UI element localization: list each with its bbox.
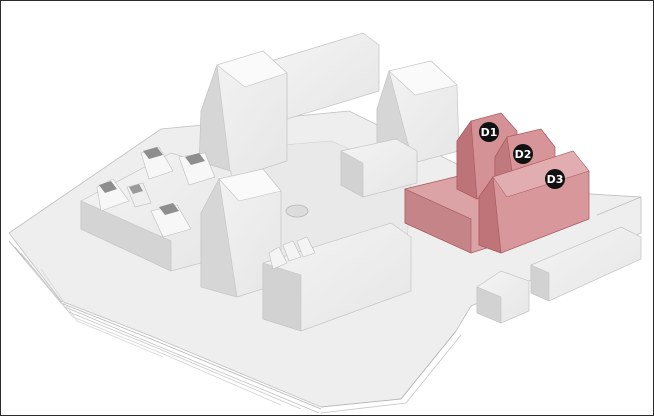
marker-d1-label: D1 (481, 126, 498, 139)
marker-d1: D1 (479, 122, 499, 142)
building-left-tower (199, 51, 287, 179)
marker-d3: D3 (545, 169, 565, 189)
marker-d2: D2 (513, 144, 533, 164)
marker-d2-label: D2 (515, 148, 532, 161)
marker-d3-label: D3 (547, 173, 564, 186)
courtyard-circle (286, 205, 308, 217)
